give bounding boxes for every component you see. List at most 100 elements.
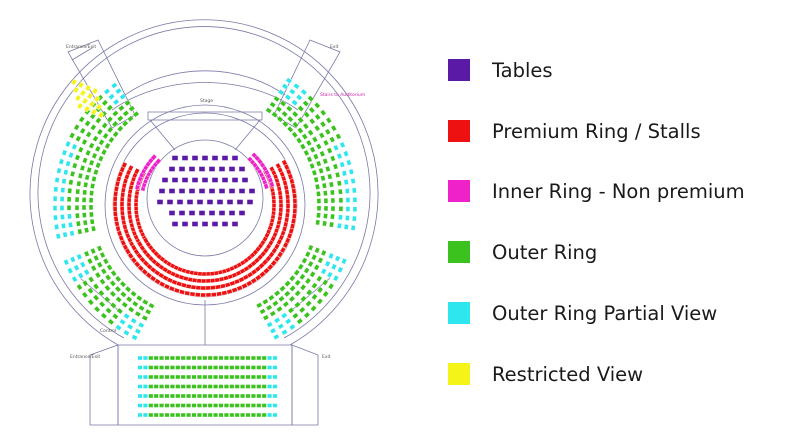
seat-stalls [137, 365, 143, 370]
seat-outer-ring [110, 269, 118, 277]
seat-outer-ring [90, 225, 97, 232]
seat-inner-ring [150, 153, 158, 161]
seat-outer-ring [323, 213, 328, 219]
seat-outer-ring [121, 120, 129, 128]
legend-item-inner: Inner Ring - Non premium [448, 176, 745, 206]
seat-outer-ring [310, 304, 318, 312]
seat-stalls [180, 412, 186, 418]
seat-outer-ring [111, 312, 119, 320]
seat-outer-ring [301, 133, 309, 141]
seat-table [238, 166, 246, 172]
seat-outer-ring [83, 268, 90, 276]
seat-stalls [159, 412, 165, 418]
seat-outer-ring [330, 124, 338, 132]
seat-stalls [223, 384, 229, 389]
seat-premium-ring [154, 278, 162, 285]
seat-outer-ring [282, 300, 290, 308]
seat-stalls [267, 412, 273, 418]
seat-stalls [186, 374, 192, 380]
seat-stalls [240, 365, 246, 370]
seat-outer-ring [324, 165, 331, 173]
seat-premium-ring [145, 271, 153, 279]
seat-stalls [218, 365, 224, 370]
seat-outer-ring [328, 221, 335, 228]
seat-outer-ring [319, 109, 327, 117]
seat-outer-ring [83, 250, 90, 258]
seat-outer-ring [89, 218, 95, 225]
seat-outer-ring [337, 214, 343, 221]
seat-outer-ring [314, 183, 321, 190]
seat-stalls [142, 365, 148, 370]
seat-outer-ring [73, 123, 80, 131]
seat-table [188, 210, 196, 216]
seat-outer-ring [307, 129, 314, 137]
seat-outer-ring [75, 135, 82, 143]
seat-outer-ring [128, 105, 136, 112]
seat-outer-ring [278, 295, 285, 303]
seat-stalls [261, 412, 267, 418]
seat-outer-ring [124, 99, 132, 107]
stage-thrust [149, 119, 261, 151]
seat-stalls [153, 412, 159, 418]
seat-table [218, 188, 226, 194]
seat-outer-ring [82, 189, 88, 196]
seat-outer-ring [74, 212, 80, 219]
seat-stalls [234, 412, 240, 418]
seat-outer-ring [344, 188, 350, 194]
seat-table [188, 188, 196, 194]
seat-outer-ring [311, 293, 318, 301]
seat-stalls [256, 365, 262, 370]
seat-outer-ring [132, 110, 140, 118]
seat-stalls [159, 355, 165, 361]
seat-outer-ring [106, 104, 114, 112]
seat-stalls [245, 393, 251, 399]
seat-outer-ring [311, 169, 318, 177]
seat-stalls [250, 355, 256, 361]
seat-outer-ring [93, 305, 101, 313]
seat-premium-ring [178, 289, 186, 295]
legend-item-tables: Tables [448, 55, 553, 85]
seat-stalls [267, 384, 273, 389]
seat-outer-ring [303, 311, 311, 319]
seat-table [156, 199, 164, 205]
seat-stalls [153, 393, 159, 399]
seat-stalls [137, 403, 143, 408]
seat-outer-ring [330, 263, 338, 271]
seat-stalls [202, 355, 208, 361]
seat-stalls [207, 384, 213, 389]
seat-outer-ring [316, 190, 321, 197]
entrance-label-left-bottom: Entrance/Exit [70, 354, 100, 360]
seat-outer-ring [330, 205, 336, 212]
seat-outer-ring [316, 198, 322, 204]
exit-block-right-top [273, 39, 341, 129]
seat-stalls [175, 412, 181, 418]
seat-outer-ring [81, 279, 89, 287]
seat-outer-ring [269, 101, 277, 109]
seat-stalls [137, 384, 143, 389]
seat-stalls [186, 384, 192, 389]
seat-outer-ring [291, 99, 299, 107]
seat-restricted-view [97, 111, 105, 119]
seat-stalls [218, 355, 224, 361]
seat-outer-ring [122, 109, 130, 117]
seat-outer-ring [305, 139, 313, 147]
seat-outer-ring [266, 321, 274, 328]
seat-outer-ring [293, 301, 301, 309]
seat-outer-ring [77, 228, 83, 235]
seat-stalls [256, 393, 262, 399]
seat-outer-ring [343, 150, 349, 157]
seat-stalls [256, 403, 262, 408]
seat-stalls [245, 355, 251, 361]
seat-outer-ring [281, 110, 289, 118]
seat-outer-ring [79, 127, 86, 135]
seat-stalls [196, 355, 202, 361]
seat-stalls [137, 412, 143, 418]
stage-label: Stage [200, 98, 213, 104]
seat-table [221, 221, 229, 227]
seat-outer-ring [305, 288, 313, 296]
seat-stalls [272, 393, 278, 399]
seat-outer-ring [61, 149, 68, 156]
seat-stalls [191, 384, 197, 389]
seat-outer-ring [288, 323, 296, 331]
seat-outer-ring [88, 197, 94, 203]
